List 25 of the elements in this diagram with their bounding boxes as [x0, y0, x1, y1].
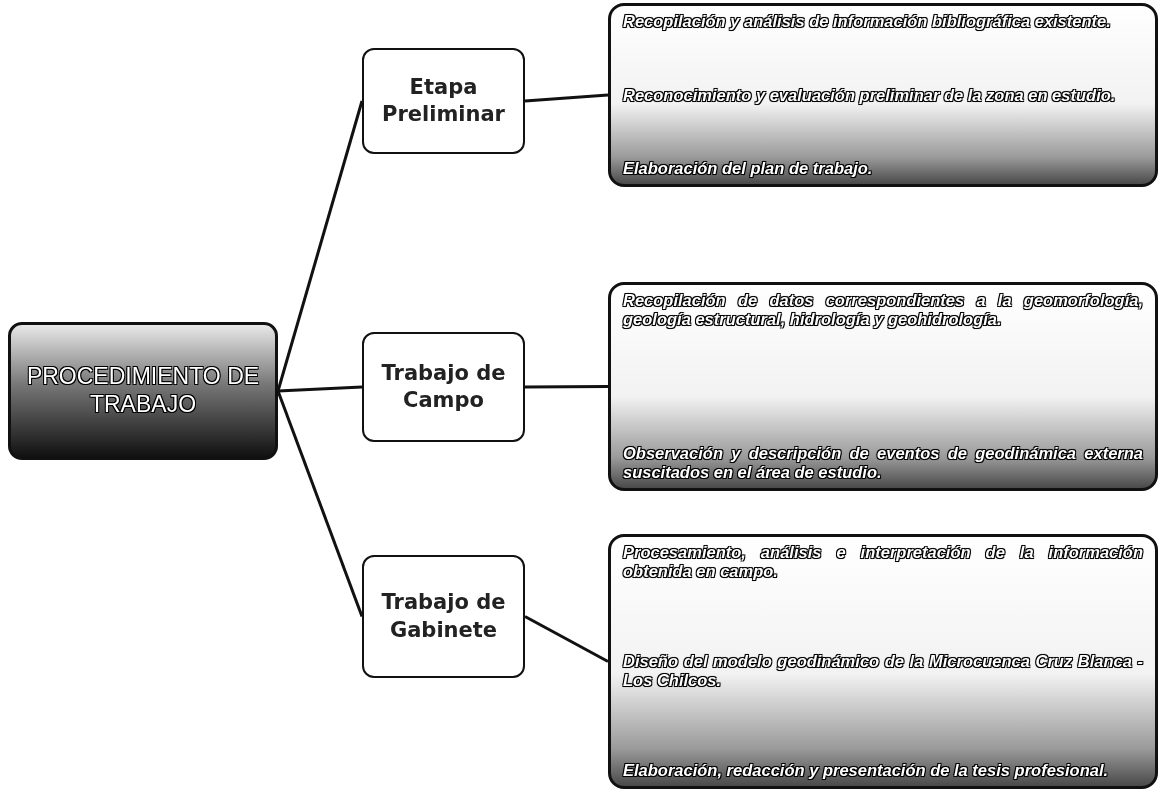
stage-box	[362, 332, 525, 442]
connector-line	[276, 100, 364, 392]
connector-line	[277, 385, 363, 393]
box-title: PROCEDIMIENTO DE TRABAJO	[25, 363, 261, 419]
connector-line	[525, 385, 608, 389]
title-box	[8, 322, 278, 460]
stage-label: Trabajo de Gabinete	[380, 589, 507, 644]
activity-text: Reconocimiento y evaluación preliminar de la zona en estudio.	[623, 85, 1117, 105]
stage-label: Trabajo de Campo	[380, 359, 507, 414]
connector-line	[524, 93, 609, 103]
activity-text: Elaboración del plan de trabajo.	[623, 159, 874, 178]
activity-text: Diseño del modelo geodinámico de la Microcuenca Cruz Blanca - Los Chilcos.	[623, 652, 1143, 690]
connector-line	[276, 390, 364, 618]
activity-box	[608, 534, 1158, 789]
activity-text: Observación y descripción de eventos de geodinámica externa suscitados en el área de estudio.	[623, 444, 1143, 482]
activity-text: Elaboración, redacción y presentación de la tesis profesional.	[623, 761, 1110, 780]
activity-text: Procesamiento, análisis e interpretación de la información obtenida en campo.	[623, 543, 1143, 581]
activity-text: Recopilación y análisis de información bibliográfica existente.	[623, 12, 1112, 31]
stage-box	[362, 48, 525, 154]
activity-box	[608, 3, 1158, 187]
activity-text: Recopilación de datos correspondientes a la geomorfología, geología estructural, hidrología y geohidrología.	[623, 291, 1143, 329]
stage-label: Etapa Preliminar	[381, 73, 506, 128]
connector-line	[524, 615, 609, 663]
activity-box	[608, 282, 1158, 491]
stage-box	[362, 555, 525, 678]
